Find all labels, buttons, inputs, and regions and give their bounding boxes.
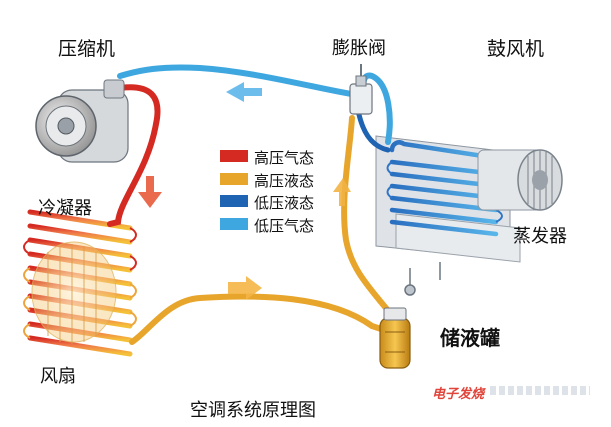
legend-swatch [220,150,248,162]
arrow-down-icon [138,176,162,208]
watermark-url [490,386,590,395]
line-high-pressure-liquid-2 [341,115,397,321]
legend-label: 高压液态 [254,171,315,190]
expansion-valve-label: 膨胀阀 [332,38,386,59]
legend-label: 低压气态 [254,216,315,235]
condenser-coil [23,209,137,357]
line-low-pressure-liquid [355,107,391,153]
compressor-label: 压缩机 [58,38,116,60]
legend-label: 低压液态 [254,194,315,212]
blower-fan [477,149,563,211]
flow-arrows [138,82,351,300]
blower-label: 鼓风机 [487,38,545,60]
fan-label: 风扇 [40,366,76,387]
condenser-label: 冷凝器 [38,198,92,219]
receiver-drier [379,307,411,369]
fan-icon [31,241,117,343]
legend-swatch [220,195,248,207]
receiver-label: 储液罐 [440,326,500,350]
legend-label: 高压气态 [254,149,315,167]
watermark-logo: 电子发烧 [432,387,485,402]
line-low-pressure-gas [117,64,367,99]
arrow-up-icon [333,178,351,206]
compressor [35,79,129,163]
arrow-right-icon [228,276,262,300]
expansion-valve [349,64,373,115]
legend-swatch [220,217,248,230]
evaporator-label: 蒸发器 [513,226,567,247]
diagram-title: 空调系统原理图 [190,400,316,421]
line-high-pressure-liquid [129,293,387,345]
legend-swatch [220,172,248,185]
line-high-pressure-gas [107,84,161,227]
arrow-left-icon [226,82,262,102]
